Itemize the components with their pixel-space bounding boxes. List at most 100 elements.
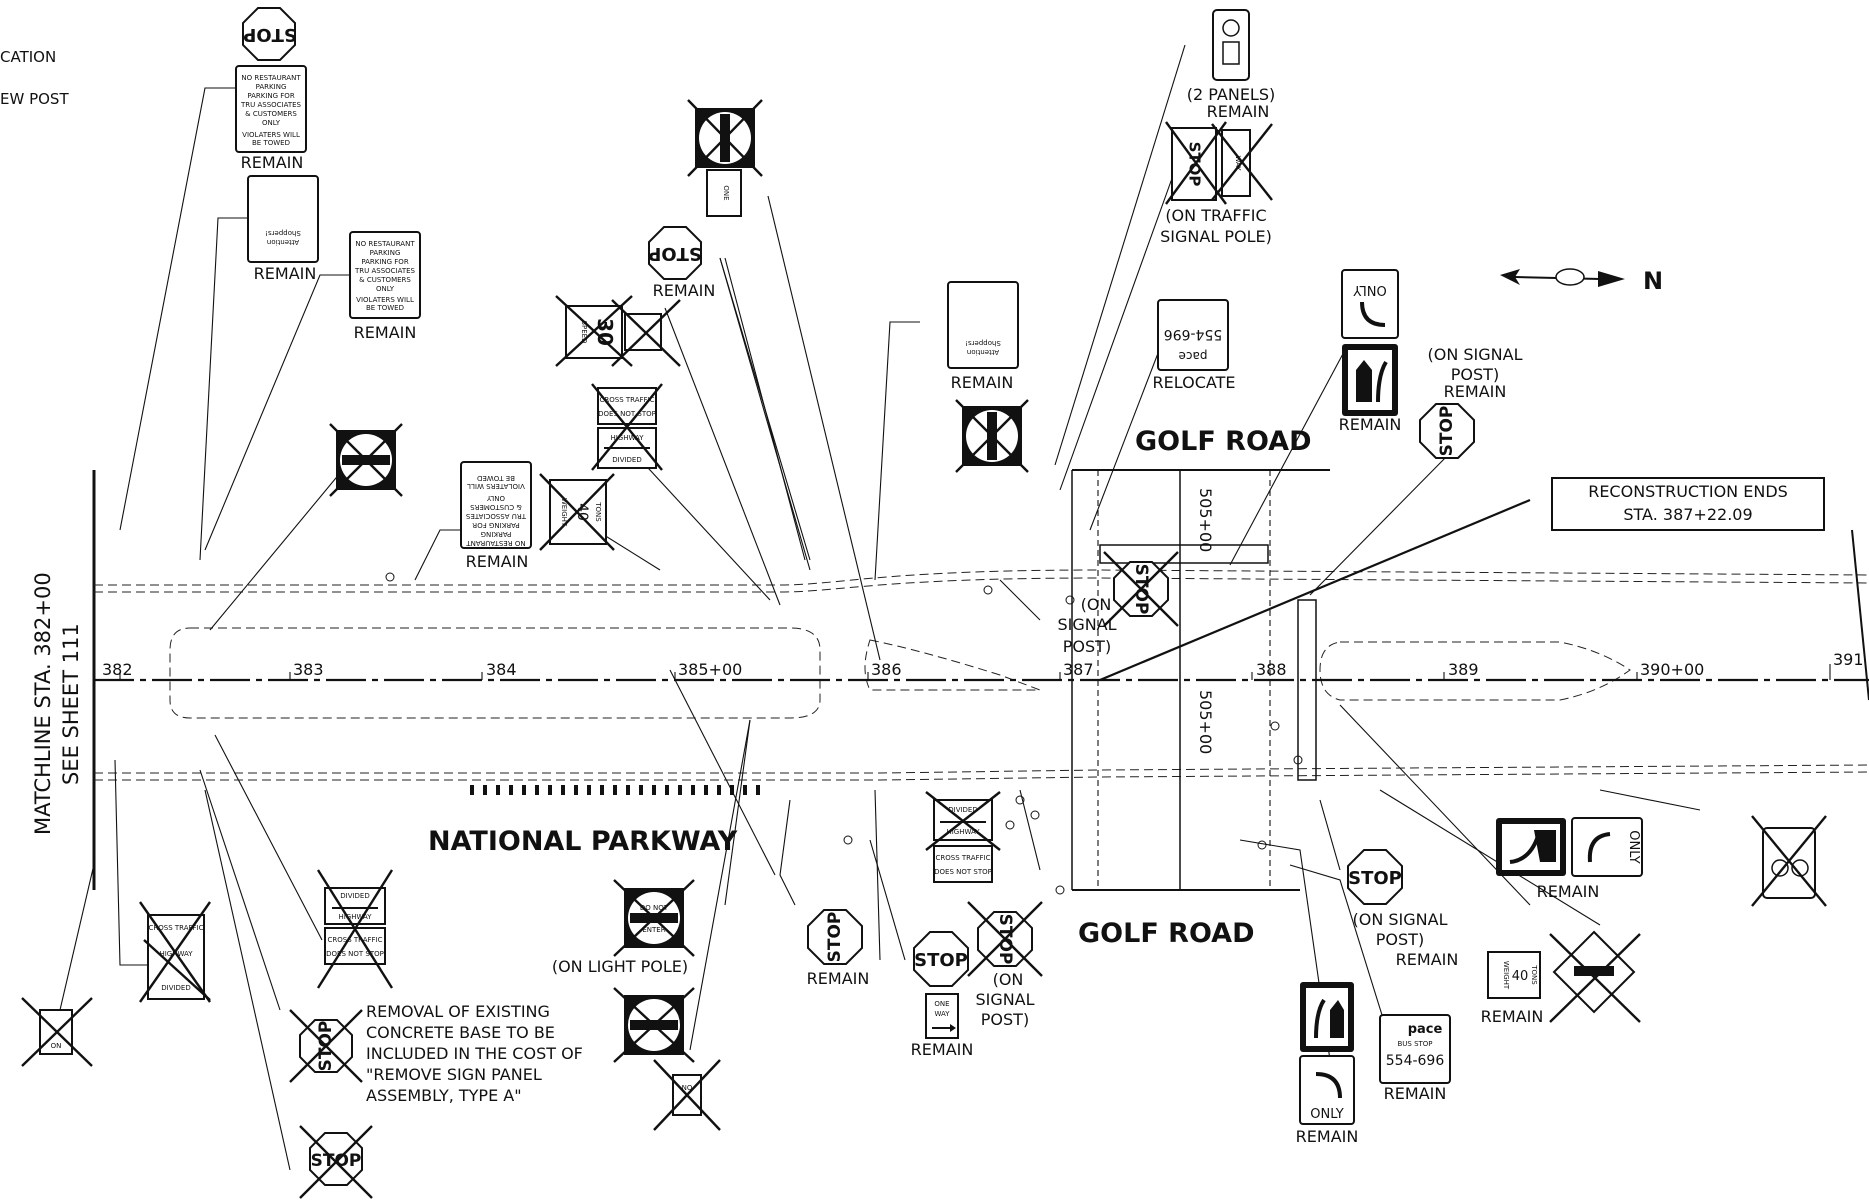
svg-text:REMOVAL OF EXISTING: REMOVAL OF EXISTING <box>366 1002 550 1021</box>
on-signal-post-label-b2: SIGNAL <box>1057 615 1116 634</box>
svg-text:ON: ON <box>51 1042 62 1050</box>
remain-label-16: REMAIN <box>1384 1084 1447 1103</box>
svg-text:WAY: WAY <box>934 1010 950 1018</box>
svg-text:ONLY: ONLY <box>1626 830 1641 863</box>
svg-text:pace: pace <box>1179 349 1208 363</box>
station-388: 388 <box>1256 660 1287 679</box>
remain-label-11: REMAIN <box>911 1040 974 1059</box>
svg-text:Attention: Attention <box>967 348 999 356</box>
svg-text:PARKING: PARKING <box>256 83 287 91</box>
svg-text:"REMOVE SIGN PANEL: "REMOVE SIGN PANEL <box>366 1065 542 1084</box>
svg-text:PARKING FOR: PARKING FOR <box>361 258 409 266</box>
stop-one-way-remain: STOP ONE WAY <box>913 931 969 1039</box>
svg-text:40: 40 <box>574 503 590 521</box>
svg-text:ONLY: ONLY <box>262 119 281 127</box>
svg-text:DOES NOT STOP: DOES NOT STOP <box>598 410 656 418</box>
svg-text:DIVIDED: DIVIDED <box>340 892 370 900</box>
svg-text:VIOLATERS WILL: VIOLATERS WILL <box>356 296 414 304</box>
stop-sign-removed-lower-left: STOP <box>289 1009 363 1083</box>
svg-text:HIGHWAY: HIGHWAY <box>946 828 980 836</box>
stop-sign-removed-bottom: STOP <box>299 1125 373 1199</box>
header-fragment-new-post: EW POST <box>0 90 69 108</box>
svg-text:PARKING FOR: PARKING FOR <box>247 92 295 100</box>
svg-text:& CUSTOMERS: & CUSTOMERS <box>245 110 297 118</box>
stop-sign-removed-golf-lower: STOP <box>967 901 1043 977</box>
removal-note: REMOVAL OF EXISTING CONCRETE BASE TO BE … <box>366 1002 583 1105</box>
svg-text:PARKING: PARKING <box>481 530 512 538</box>
do-not-enter-sign-removed-3 <box>613 987 695 1063</box>
road-name-national-parkway: NATIONAL PARKWAY <box>428 826 738 857</box>
only-turn-signs-remain-right: ONLY <box>1496 817 1643 877</box>
on-light-pole-label: (ON LIGHT POLE) <box>552 957 688 976</box>
on-signal-post-label-b3: POST) <box>1063 637 1111 656</box>
svg-text:STOP: STOP <box>914 950 968 971</box>
attention-shoppers-sign-1: Attention Shoppers! <box>247 175 319 263</box>
relocate-label: RELOCATE <box>1153 373 1236 392</box>
svg-text:ONLY: ONLY <box>376 285 395 293</box>
weight-limit-sign-remain: WEIGHT 40 TONS <box>1487 951 1541 999</box>
divided-highway-sign-removed-2: CROSS TRAFFIC HIGHWAY DIVIDED <box>139 901 211 1003</box>
leader-lines <box>59 44 1701 1171</box>
svg-text:PARKING: PARKING <box>370 249 401 257</box>
station-387: 387 <box>1063 660 1094 679</box>
bike-route-sign-removed <box>1751 815 1827 907</box>
svg-text:WEIGHT: WEIGHT <box>560 498 568 527</box>
on-signal-post-label-a1: (ON SIGNAL <box>1428 345 1523 364</box>
remain-label-13: REMAIN <box>1537 882 1600 901</box>
svg-text:CROSS TRAFFIC: CROSS TRAFFIC <box>327 936 382 944</box>
svg-text:pace: pace <box>1408 1022 1443 1037</box>
svg-text:& CUSTOMERS: & CUSTOMERS <box>470 503 522 511</box>
no-restaurant-parking-sign-1: NO RESTAURANT PARKING PARKING FOR TRU AS… <box>235 65 307 153</box>
station-385: 385+00 <box>678 660 742 679</box>
svg-text:INCLUDED IN THE COST OF: INCLUDED IN THE COST OF <box>366 1044 583 1063</box>
road-name-golf-road-bottom: GOLF ROAD <box>1078 918 1255 949</box>
svg-text:CROSS TRAFFIC: CROSS TRAFFIC <box>935 854 990 862</box>
svg-text:Shoppers!: Shoppers! <box>965 339 1001 347</box>
svg-text:SPEED: SPEED <box>580 321 588 344</box>
svg-text:ENTER: ENTER <box>642 926 665 934</box>
svg-text:DIVIDED: DIVIDED <box>948 806 978 814</box>
no-restaurant-parking-sign-2: NO RESTAURANT PARKING PARKING FOR TRU AS… <box>349 231 421 319</box>
svg-text:WAY: WAY <box>1234 155 1242 171</box>
station-390: 390+00 <box>1640 660 1704 679</box>
svg-text:Shoppers!: Shoppers! <box>265 229 301 237</box>
svg-text:BUS STOP: BUS STOP <box>1397 1040 1432 1048</box>
svg-text:CROSS TRAFFIC: CROSS TRAFFIC <box>148 924 203 932</box>
traffic-signal-pole-signs-removed: STOP WAY <box>1165 121 1273 205</box>
svg-text:BE TOWED: BE TOWED <box>252 139 290 147</box>
remain-label-4: REMAIN <box>466 552 529 571</box>
svg-text:ONLY: ONLY <box>1353 282 1386 297</box>
svg-text:CROSS TRAFFIC: CROSS TRAFFIC <box>599 396 654 404</box>
station-384: 384 <box>486 660 517 679</box>
svg-text:CONCRETE BASE TO BE: CONCRETE BASE TO BE <box>366 1023 555 1042</box>
stop-sign-top-left: STOP <box>242 7 297 61</box>
on-signal-post-label-c1: (ON <box>993 970 1024 989</box>
on-signal-post-label-c3: POST) <box>981 1010 1029 1029</box>
svg-text:ONLY: ONLY <box>486 494 505 502</box>
svg-text:554-696: 554-696 <box>1164 326 1223 342</box>
svg-text:554-696: 554-696 <box>1386 1053 1445 1069</box>
remain-label-12: REMAIN <box>1396 950 1459 969</box>
remain-label-14: REMAIN <box>1481 1007 1544 1026</box>
on-traffic-signal-pole-line1: (ON TRAFFIC <box>1165 206 1266 225</box>
remain-label-2: REMAIN <box>254 264 317 283</box>
remain-label-3: REMAIN <box>354 323 417 342</box>
do-not-enter-sign-removed-2 <box>955 399 1029 473</box>
svg-text:TONS: TONS <box>1530 964 1538 985</box>
remain-label-10: REMAIN <box>807 969 870 988</box>
two-panel-sign-remain <box>1212 9 1250 81</box>
no-restaurant-parking-sign-3: BE TOWED VIOLATERS WILL ONLY & CUSTOMERS… <box>460 461 532 549</box>
on-signal-post-label-b1: (ON <box>1081 595 1112 614</box>
svg-text:NO: NO <box>682 1084 693 1092</box>
station-383: 383 <box>293 660 324 679</box>
cross-station-lower: 505+00 <box>1196 690 1215 754</box>
divided-highway-sign-removed-4: DIVIDED HIGHWAY CROSS TRAFFIC DOES NOT S… <box>925 791 1001 883</box>
weight-limit-sign-removed-1: WEIGHT 40 TONS <box>539 473 615 551</box>
svg-text:DO NOT: DO NOT <box>640 904 669 912</box>
remain-label-5: REMAIN <box>653 281 716 300</box>
do-not-enter-sign-removed-1 <box>329 423 403 497</box>
divided-highway-sign-removed-1: CROSS TRAFFIC DOES NOT STOP HIGHWAY DIVI… <box>591 383 663 471</box>
svg-text:BE TOWED: BE TOWED <box>477 474 515 482</box>
pace-bus-stop-sign-remain: pace BUS STOP 554-696 <box>1379 1014 1451 1084</box>
remain-label-1: REMAIN <box>241 153 304 172</box>
